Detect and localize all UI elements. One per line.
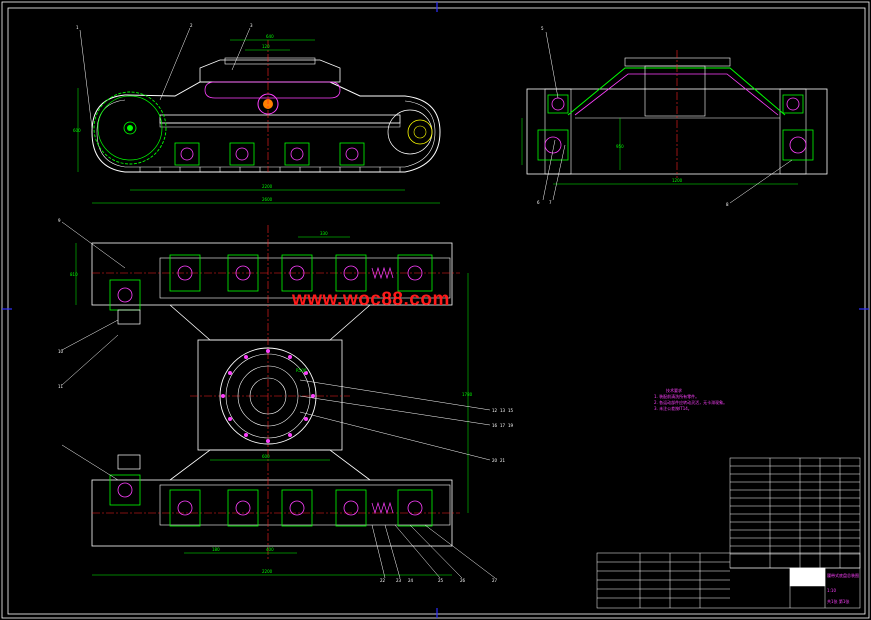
plan-dim-bottom-b: 400: [266, 547, 274, 552]
note-3: 3. 未注公差按IT14。: [654, 406, 692, 411]
callout-6: 6: [537, 200, 540, 205]
callout-10: 10: [58, 349, 64, 354]
technical-notes: 技术要求 1. 装配前清洗所有零件。 2. 各运动部件应转动灵活，无卡滞现象。 …: [654, 388, 727, 412]
plan-dim-bottom-total: 2200: [262, 569, 273, 574]
plan-view: 330 810 R500 600 1780 180 400 2200 9 10 …: [58, 218, 514, 583]
callout-12: 12: [492, 408, 498, 413]
drawing-sheet: 共1张 第1张: [827, 598, 849, 604]
notes-title: 技术要求: [666, 388, 682, 393]
callout-21: 21: [500, 458, 506, 463]
callout-9: 9: [58, 218, 61, 223]
callout-2: 2: [190, 23, 193, 28]
front-view: 120 640 600 2200 2600 1 2 3: [73, 23, 441, 204]
watermark: www.woc88.com: [292, 289, 450, 310]
front-dim-bottom-a: 2200: [262, 184, 273, 189]
front-dim-top-b: 640: [266, 34, 274, 39]
callout-23: 23: [396, 578, 402, 583]
drawing-name: 履带式底盘总装图: [827, 572, 859, 578]
plan-dim-bottom-a: 180: [212, 547, 220, 552]
side-dim-width: 1200: [672, 178, 683, 183]
callout-13: 13: [500, 408, 506, 413]
callout-1: 1: [76, 25, 79, 30]
callout-17: 17: [500, 423, 506, 428]
callout-25: 25: [438, 578, 444, 583]
callout-11: 11: [58, 384, 64, 389]
callout-26: 26: [460, 578, 466, 583]
title-block-text: 履带式底盘总装图 1:10 共1张 第1张: [827, 572, 859, 604]
note-2: 2. 各运动部件应转动灵活，无卡滞现象。: [654, 400, 728, 405]
plan-dim-center: 600: [262, 454, 270, 459]
callout-19: 19: [508, 423, 514, 428]
side-view: 950 1200 5 6 7 8: [521, 26, 828, 207]
callout-24: 24: [408, 578, 414, 583]
plan-dim-height: 810: [70, 272, 78, 277]
side-dim-height: 950: [616, 144, 624, 149]
callout-3: 3: [250, 23, 253, 28]
callout-7: 7: [549, 200, 552, 205]
front-dim-bottom-b: 2600: [262, 197, 273, 202]
plan-dim-top: 330: [320, 231, 328, 236]
front-dim-height: 600: [73, 128, 81, 133]
callout-27: 27: [492, 578, 498, 583]
title-block: [596, 457, 861, 609]
callout-5: 5: [541, 26, 544, 31]
plan-dim-depth: 1780: [462, 392, 473, 397]
callout-20: 20: [492, 458, 498, 463]
callout-8: 8: [726, 202, 729, 207]
front-dim-top-a: 120: [262, 44, 270, 49]
callout-16: 16: [492, 423, 498, 428]
drawing-scale: 1:10: [827, 588, 836, 593]
plan-dim-radius: R500: [296, 368, 307, 373]
note-1: 1. 装配前清洗所有零件。: [654, 394, 700, 399]
callout-15: 15: [508, 408, 514, 413]
callout-22: 22: [380, 578, 386, 583]
